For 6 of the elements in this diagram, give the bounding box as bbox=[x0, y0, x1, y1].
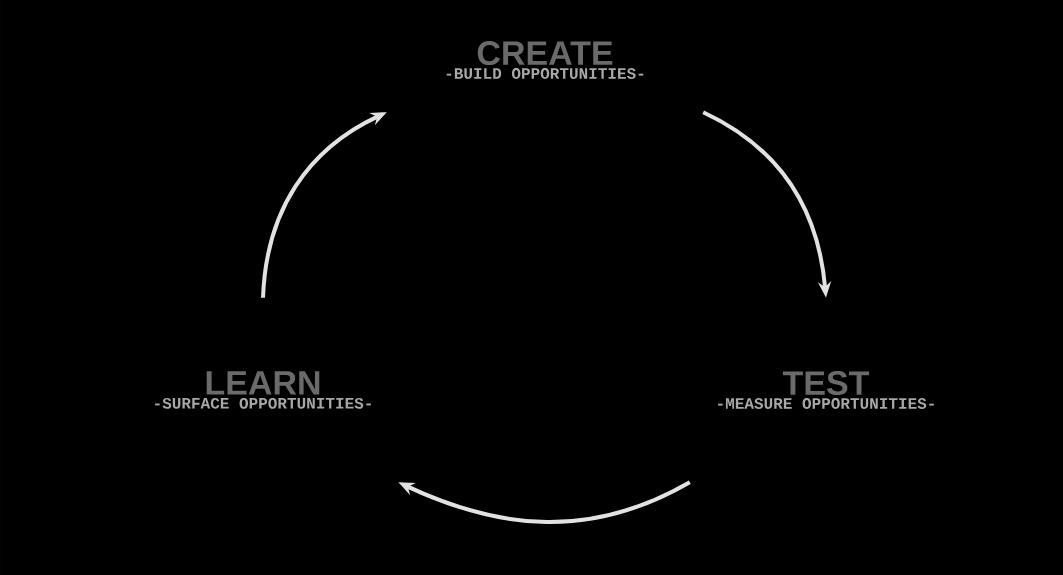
stage-title: CREATE bbox=[477, 41, 613, 66]
stage-subtitle: -MEASURE OPPORTUNITIES- bbox=[718, 398, 934, 409]
stage-subtitle: -BUILD OPPORTUNITIES- bbox=[446, 68, 644, 79]
stage-title: TEST bbox=[782, 371, 870, 396]
stage-title: LEARN bbox=[206, 371, 320, 395]
stage-subtitle: -SURFACE OPPORTUNITIES- bbox=[155, 397, 371, 409]
